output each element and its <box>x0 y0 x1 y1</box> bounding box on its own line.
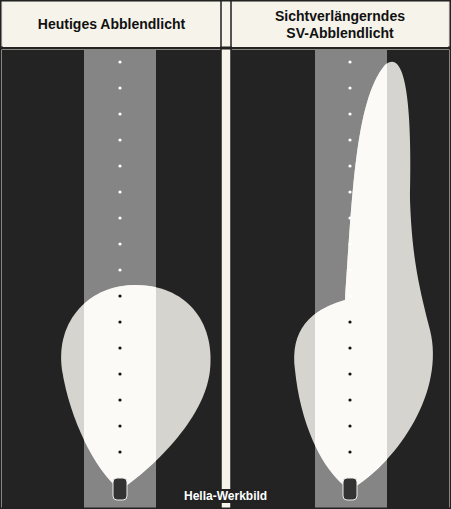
road-marker <box>118 164 121 167</box>
road-marker <box>118 86 121 89</box>
light-beam <box>294 62 433 490</box>
header-box: Heutiges Abblendlicht <box>3 2 220 47</box>
road-marker <box>348 424 351 427</box>
road-marker <box>348 346 351 349</box>
road-marker <box>118 320 121 323</box>
road-marker <box>118 294 121 297</box>
road-marker <box>118 190 121 193</box>
road-marker <box>348 164 351 167</box>
road-marker <box>118 138 121 141</box>
car <box>343 478 357 500</box>
road-marker <box>118 216 121 219</box>
road-marker <box>118 242 121 245</box>
road-marker <box>118 372 121 375</box>
road-marker <box>348 190 351 193</box>
credit-label: Hella-Werkbild <box>180 489 271 503</box>
road-marker <box>348 242 351 245</box>
header-text: Sichtverlängerndes SV-Abblendlicht <box>265 8 415 42</box>
header-box: Sichtverlängerndes SV-Abblendlicht <box>232 2 448 47</box>
road-marker <box>348 138 351 141</box>
night-ground <box>2 50 221 509</box>
road-marker <box>348 216 351 219</box>
road-markers <box>118 60 351 453</box>
road-marker <box>348 60 351 63</box>
divider-line <box>230 0 232 509</box>
road-marker <box>118 268 121 271</box>
road-marker <box>348 268 351 271</box>
road-marker <box>118 450 121 453</box>
road-marker <box>348 86 351 89</box>
light-beam <box>61 285 210 490</box>
road-marker <box>348 450 351 453</box>
divider-line <box>220 0 222 509</box>
divider <box>222 0 230 509</box>
light-beam-road <box>84 285 156 490</box>
road-marker <box>348 294 351 297</box>
road-marker <box>118 398 121 401</box>
road-marker <box>118 424 121 427</box>
light-beam-road <box>315 62 387 490</box>
road-marker <box>118 112 121 115</box>
road-marker <box>348 112 351 115</box>
night-ground <box>231 50 449 509</box>
road-marker <box>118 60 121 63</box>
header-text: Heutiges Abblendlicht <box>37 16 187 33</box>
road-marker <box>348 372 351 375</box>
road-marker <box>118 346 121 349</box>
road-marker <box>348 398 351 401</box>
road-marker <box>348 320 351 323</box>
car <box>113 478 127 500</box>
